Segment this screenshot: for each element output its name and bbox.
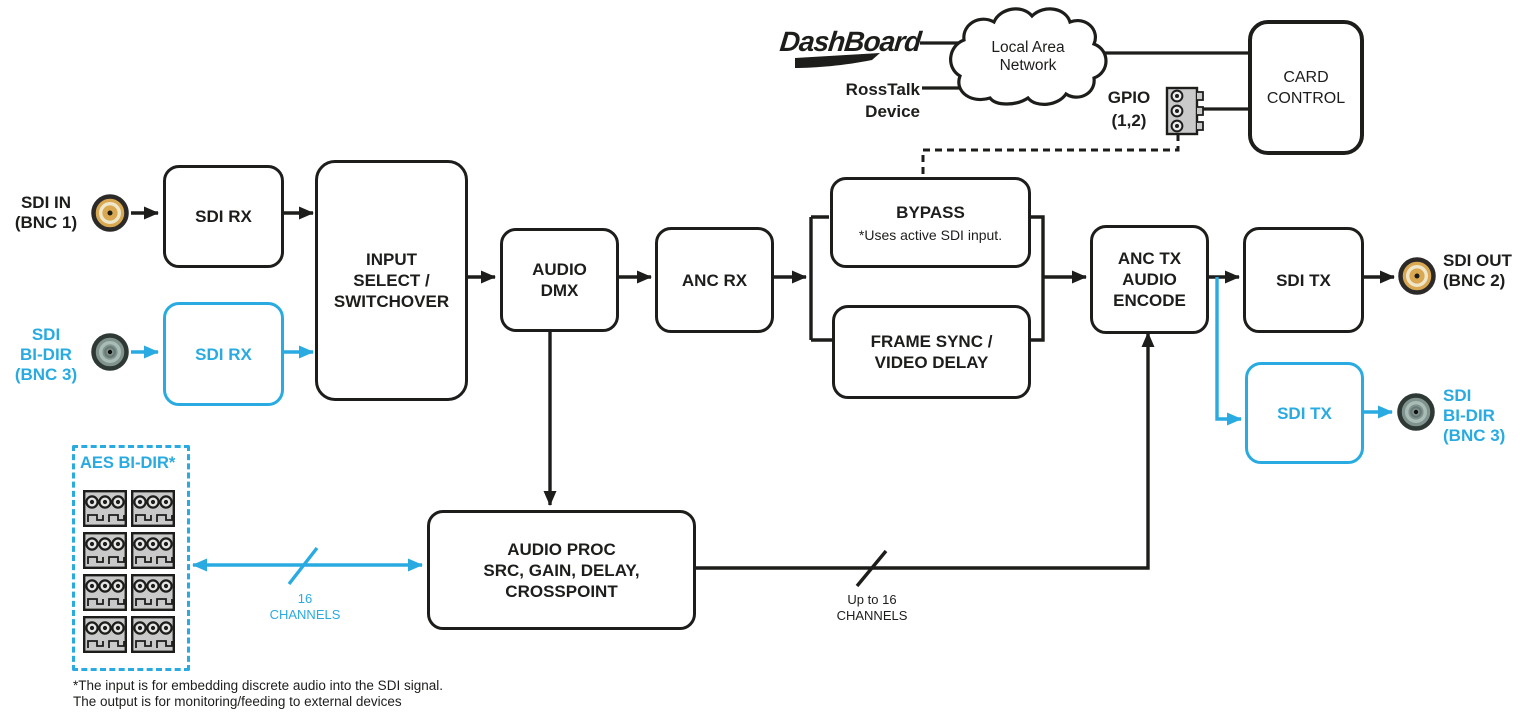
node-card-control: CARD CONTROL [1248,20,1364,155]
dashboard-logo-swoosh [795,53,880,68]
node-audio-dmx: AUDIO DMX [500,228,619,332]
sdi-in-line2: (BNC 1) [14,213,78,232]
sdi-out-bnc-icon [1401,260,1434,293]
node-input-select-line2: SELECT / [353,271,430,290]
sdi-bidir-out-line2: BI-DIR [1443,406,1495,425]
node-audio-proc-line3: CROSSPOINT [505,581,618,601]
node-sdi-rx-bottom-label: SDI RX [195,344,252,364]
black-signal-wires [131,206,1395,588]
gpio-port-label: GPIO (1,2) [1098,86,1160,132]
node-input-select: INPUT SELECT / SWITCHOVER [315,160,468,401]
node-bypass-title: BYPASS [896,203,965,222]
node-frame-sync-line1: FRAME SYNC / [870,332,993,351]
node-sdi-tx-top-label: SDI TX [1276,270,1331,290]
node-anc-tx-line2: AUDIO [1122,270,1177,289]
aes-channels-label: 16 CHANNELS [255,591,355,623]
aes-channels-line2: CHANNELS [269,607,341,622]
rosstalk-line1: RossTalk [845,80,920,99]
node-anc-tx-line1: ANC TX [1117,249,1182,268]
node-anc-rx-label: ANC RX [681,270,748,290]
sdi-bidir-out-line3: (BNC 3) [1443,426,1506,445]
sdi-in-line1: SDI IN [20,193,72,212]
lan-cloud-label: Local Area Network [962,39,1094,75]
gpio-line1: GPIO [1107,88,1151,107]
node-audio-dmx-line2: DMX [540,281,579,300]
node-audio-dmx-line1: AUDIO [532,260,587,279]
aes-channels-line1: 16 [297,591,313,606]
lan-line2: Network [999,57,1057,74]
node-frame-sync: FRAME SYNC / VIDEO DELAY [832,305,1031,399]
sdi-bidir-in-bnc-icon [94,336,127,369]
sdi-bidir-in-port-label: SDI BI-DIR (BNC 3) [2,325,90,385]
rosstalk-device-label: RossTalk Device [826,79,920,123]
footnote-line1: *The input is for embedding discrete aud… [73,678,443,693]
sdi-bidir-out-bnc-icon [1400,396,1433,429]
sdi-in-bnc-icon [94,197,127,230]
sdi-bidir-in-line3: (BNC 3) [14,365,78,384]
node-sdi-tx-top: SDI TX [1243,227,1364,333]
sdi-in-port-label: SDI IN (BNC 1) [2,193,90,233]
node-bypass: BYPASS *Uses active SDI input. [830,177,1031,268]
node-audio-proc-line1: AUDIO PROC [507,539,616,559]
footnote-line2: The output is for monitoring/feeding to … [73,694,402,709]
lan-cloud-icon [949,7,1108,106]
sdi-bidir-in-line1: SDI [31,325,61,344]
node-input-select-line3: SWITCHOVER [333,292,450,311]
sdi-bidir-out-line1: SDI [1443,386,1472,405]
node-card-control-line2: CONTROL [1266,89,1346,107]
node-input-select-line1: INPUT [366,250,417,269]
sdi-out-line1: SDI OUT [1443,251,1512,270]
node-sdi-tx-bottom-label: SDI TX [1277,403,1332,423]
node-sdi-rx-bottom: SDI RX [163,302,284,406]
node-sdi-tx-bottom: SDI TX [1245,362,1364,464]
aes-bidir-label: AES BI-DIR* [80,454,176,472]
sdi-bidir-out-port-label: SDI BI-DIR (BNC 3) [1443,386,1536,446]
gpio-connector-icon [1165,86,1204,136]
node-card-control-line1: CARD [1283,68,1329,86]
embed-channels-line1: Up to 16 [847,592,897,607]
sdi-out-line2: (BNC 2) [1443,271,1506,290]
node-anc-tx-line3: ENCODE [1113,291,1186,310]
embed-channels-label: Up to 16 CHANNELS [822,592,922,624]
node-audio-proc: AUDIO PROC SRC, GAIN, DELAY, CROSSPOINT [427,510,696,630]
dashboard-logo: DashBoard [778,26,923,57]
node-sdi-rx-top: SDI RX [163,165,284,268]
gpio-line2: (1,2) [1111,111,1147,130]
rosstalk-line2: Device [865,102,920,121]
node-sdi-rx-top-label: SDI RX [195,207,252,226]
node-anc-tx: ANC TX AUDIO ENCODE [1090,225,1209,334]
node-audio-proc-line2: SRC, GAIN, DELAY, [483,560,640,580]
node-anc-rx: ANC RX [655,227,774,333]
sdi-out-port-label: SDI OUT (BNC 2) [1443,251,1536,291]
node-bypass-note: *Uses active SDI input. [858,227,1003,243]
node-frame-sync-line2: VIDEO DELAY [874,353,989,372]
gpio-dashed-wire [921,134,1180,175]
lan-line1: Local Area [991,39,1065,56]
footnote: *The input is for embedding discrete aud… [73,678,513,710]
embed-channels-line2: CHANNELS [836,608,908,623]
aes-bidir-region [72,445,190,671]
sdi-bidir-in-line2: BI-DIR [20,345,72,364]
